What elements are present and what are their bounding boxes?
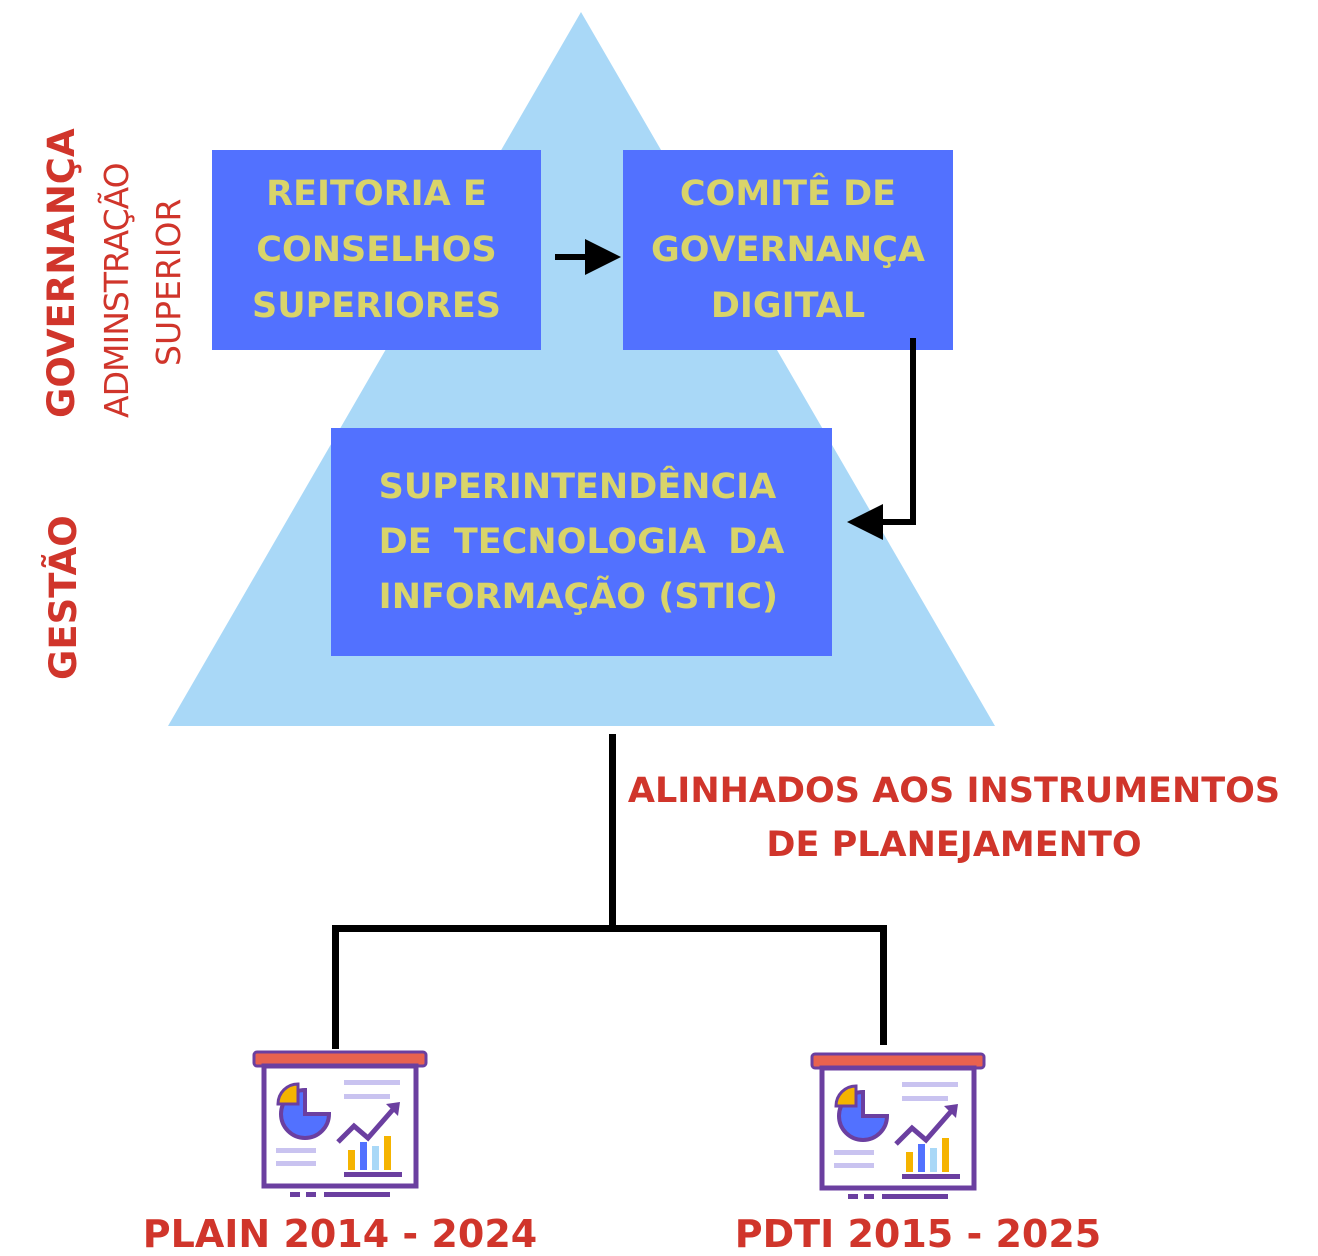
reitoria-line-2: CONSELHOS (256, 230, 497, 270)
tree-trunk (609, 734, 616, 928)
reitoria-box: REITORIA E CONSELHOS SUPERIORES (212, 150, 541, 350)
pdti-label: PDTI 2015 - 2025 (734, 1212, 1102, 1256)
comite-line-2: GOVERNANÇA (651, 230, 925, 270)
alignment-caption: ALINHADOS AOS INSTRUMENTOS DE PLANEJAMEN… (618, 764, 1290, 872)
comite-line-1: COMITÊ DE (679, 174, 897, 214)
comite-box: COMITÊ DE GOVERNANÇA DIGITAL (623, 150, 953, 350)
comite-line-3: DIGITAL (710, 286, 866, 326)
arrow-comite-to-stic (847, 338, 916, 540)
presentation-chart-icon (252, 1050, 428, 1197)
presentation-chart-icon (810, 1052, 986, 1199)
stic-line-2: DE TECNOLOGIA DA (378, 521, 785, 562)
reitoria-line-3: SUPERIORES (252, 286, 501, 326)
alignment-line-1: ALINHADOS AOS INSTRUMENTOS (627, 771, 1281, 811)
tree-branch (332, 925, 887, 932)
stic-line-1: SUPERINTENDÊNCIA (378, 466, 777, 507)
stic-line-3: INFORMAÇÃO (STIC) (378, 576, 779, 617)
stic-box: SUPERINTENDÊNCIA DE TECNOLOGIA DA INFORM… (331, 428, 832, 656)
plain-label: PLAIN 2014 - 2024 (142, 1212, 538, 1256)
tree-left-drop (332, 925, 339, 1049)
alignment-line-2: DE PLANEJAMENTO (766, 825, 1142, 865)
tree-right-drop (880, 925, 887, 1045)
reitoria-line-1: REITORIA E (266, 174, 487, 214)
